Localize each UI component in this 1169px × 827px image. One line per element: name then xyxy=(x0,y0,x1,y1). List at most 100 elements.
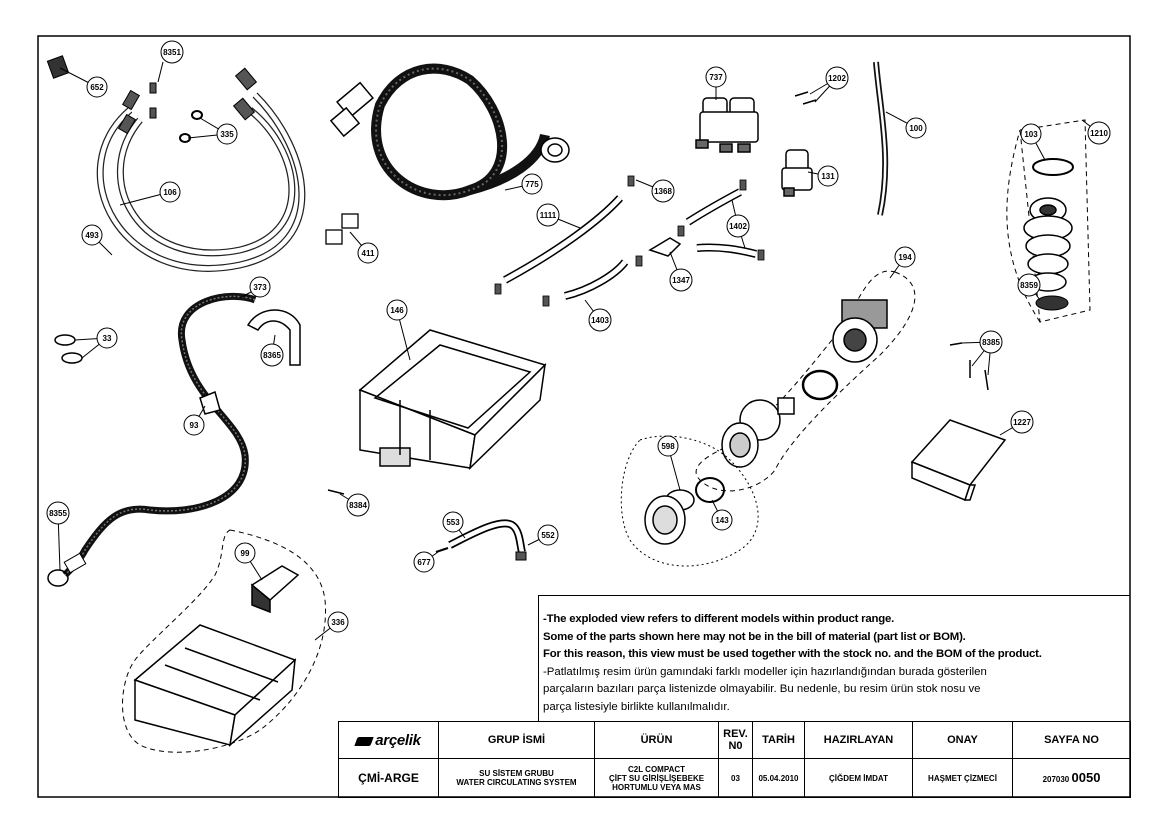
svg-text:33: 33 xyxy=(103,334,112,343)
screw-8384 xyxy=(327,489,345,495)
filter-598 xyxy=(644,489,695,545)
svg-text:1368: 1368 xyxy=(654,187,672,196)
drawer-99 xyxy=(250,565,300,614)
callout-33: 33 xyxy=(96,327,118,349)
svg-text:106: 106 xyxy=(163,188,177,197)
callout-194: 194 xyxy=(894,246,916,268)
svg-text:1403: 1403 xyxy=(591,316,609,325)
product-header: ÜRÜN xyxy=(594,721,719,759)
callout-8385: 8385 xyxy=(979,330,1003,354)
screws-8385 xyxy=(949,342,989,391)
page-header: SAYFA NO xyxy=(1012,721,1131,759)
clamp-652 xyxy=(46,55,70,79)
callout-8351: 8351 xyxy=(160,40,184,64)
callout-131: 131 xyxy=(817,165,839,187)
callout-677: 677 xyxy=(413,551,435,573)
svg-text:677: 677 xyxy=(417,558,431,567)
svg-text:373: 373 xyxy=(253,283,267,292)
svg-text:103: 103 xyxy=(1024,130,1038,139)
callout-103: 103 xyxy=(1020,123,1042,145)
page-prefix: 207030 xyxy=(1042,774,1070,784)
rev-header-line1: REV. xyxy=(723,728,748,740)
clips-411 xyxy=(325,213,359,245)
svg-text:99: 99 xyxy=(241,549,250,558)
callout-336: 336 xyxy=(327,611,349,633)
title-block: arçelik GRUP İSMİ ÜRÜN REV.N0 TARİH HAZI… xyxy=(338,721,1131,798)
drawer-336 xyxy=(133,624,297,747)
water-valve-single xyxy=(781,149,813,197)
svg-text:8385: 8385 xyxy=(982,338,1000,347)
approval-header: ONAY xyxy=(912,721,1013,759)
pump-group-outline xyxy=(695,270,916,492)
callout-775: 775 xyxy=(521,173,543,195)
bellows-1210 xyxy=(1023,197,1073,292)
hose-holder-8365 xyxy=(246,309,301,366)
rev-value: 03 xyxy=(718,758,753,798)
svg-text:8359: 8359 xyxy=(1020,281,1038,290)
callout-93: 93 xyxy=(183,414,205,436)
callout-411: 411 xyxy=(357,242,379,264)
svg-text:1347: 1347 xyxy=(672,276,690,285)
callout-1210: 1210 xyxy=(1087,121,1111,145)
callout-8355: 8355 xyxy=(46,501,70,525)
svg-text:1111: 1111 xyxy=(540,211,557,220)
page-number: 0050 xyxy=(1071,769,1101,785)
svg-text:411: 411 xyxy=(362,249,375,258)
svg-text:335: 335 xyxy=(220,130,234,139)
product-line-2: ÇİFT SU GİRİŞLİŞEBEKE xyxy=(608,773,705,783)
svg-text:1202: 1202 xyxy=(828,74,846,83)
svg-text:8384: 8384 xyxy=(349,501,367,510)
y-connector-1347 xyxy=(648,237,682,257)
drain-hose xyxy=(371,63,550,200)
callout-100: 100 xyxy=(905,117,927,139)
pump-194 xyxy=(832,299,888,363)
svg-text:1210: 1210 xyxy=(1090,129,1108,138)
callout-badges: 652 8351 335 106 493 737 1202 100 1210 1… xyxy=(46,40,1111,633)
detergent-dispenser-146 xyxy=(358,329,547,471)
callout-106: 106 xyxy=(159,181,181,203)
callout-737: 737 xyxy=(705,66,727,88)
callout-652: 652 xyxy=(86,76,108,98)
hose-fittings xyxy=(117,67,258,135)
filter-group-outline xyxy=(620,435,759,567)
callout-8359: 8359 xyxy=(1017,273,1041,297)
department-code: ÇMİ-ARGE xyxy=(338,758,439,798)
svg-text:100: 100 xyxy=(909,124,923,133)
svg-text:737: 737 xyxy=(709,73,723,82)
callout-1202: 1202 xyxy=(825,66,849,90)
rev-header-line2: N0 xyxy=(728,740,743,752)
svg-text:146: 146 xyxy=(390,306,404,315)
svg-text:8355: 8355 xyxy=(49,509,67,518)
product-line-3: HORTUMLU VEYA MAS xyxy=(612,782,701,792)
svg-text:493: 493 xyxy=(85,231,99,240)
svg-text:1227: 1227 xyxy=(1013,418,1031,427)
note-line-3: For this reason, this view must be used … xyxy=(543,648,1042,660)
group-value-en: WATER CIRCULATING SYSTEM xyxy=(456,778,577,787)
prepared-value: ÇİĞDEM İMDAT xyxy=(804,758,913,798)
ring-103 xyxy=(1032,158,1074,176)
drain-hose-ends xyxy=(329,81,570,163)
note-line-1: -The exploded view refers to different m… xyxy=(543,613,895,625)
svg-text:8365: 8365 xyxy=(263,351,281,360)
small-hoses xyxy=(503,188,757,300)
drawer-group-outline xyxy=(122,529,327,753)
callout-99: 99 xyxy=(234,542,256,564)
gasket-ring xyxy=(801,369,839,401)
approval-value: HAŞMET ÇİZMECİ xyxy=(912,758,1013,798)
callout-1368: 1368 xyxy=(651,179,675,203)
clamps-33 xyxy=(54,334,83,364)
title-block-header-row: arçelik GRUP İSMİ ÜRÜN REV.N0 TARİH HAZI… xyxy=(338,721,1131,759)
callout-146: 146 xyxy=(386,299,408,321)
note-line-5: parçaların bazıları parça listenizde olm… xyxy=(543,683,981,695)
plate-1227 xyxy=(910,419,1007,502)
water-valve-double xyxy=(695,97,759,153)
callout-373: 373 xyxy=(249,276,271,298)
callout-1347: 1347 xyxy=(669,268,693,292)
hose-clamp-8355 xyxy=(47,569,69,587)
page-value: 207030 0050 xyxy=(1012,758,1131,798)
callout-552: 552 xyxy=(537,524,559,546)
disclaimer-notes: -The exploded view refers to different m… xyxy=(538,595,1130,721)
